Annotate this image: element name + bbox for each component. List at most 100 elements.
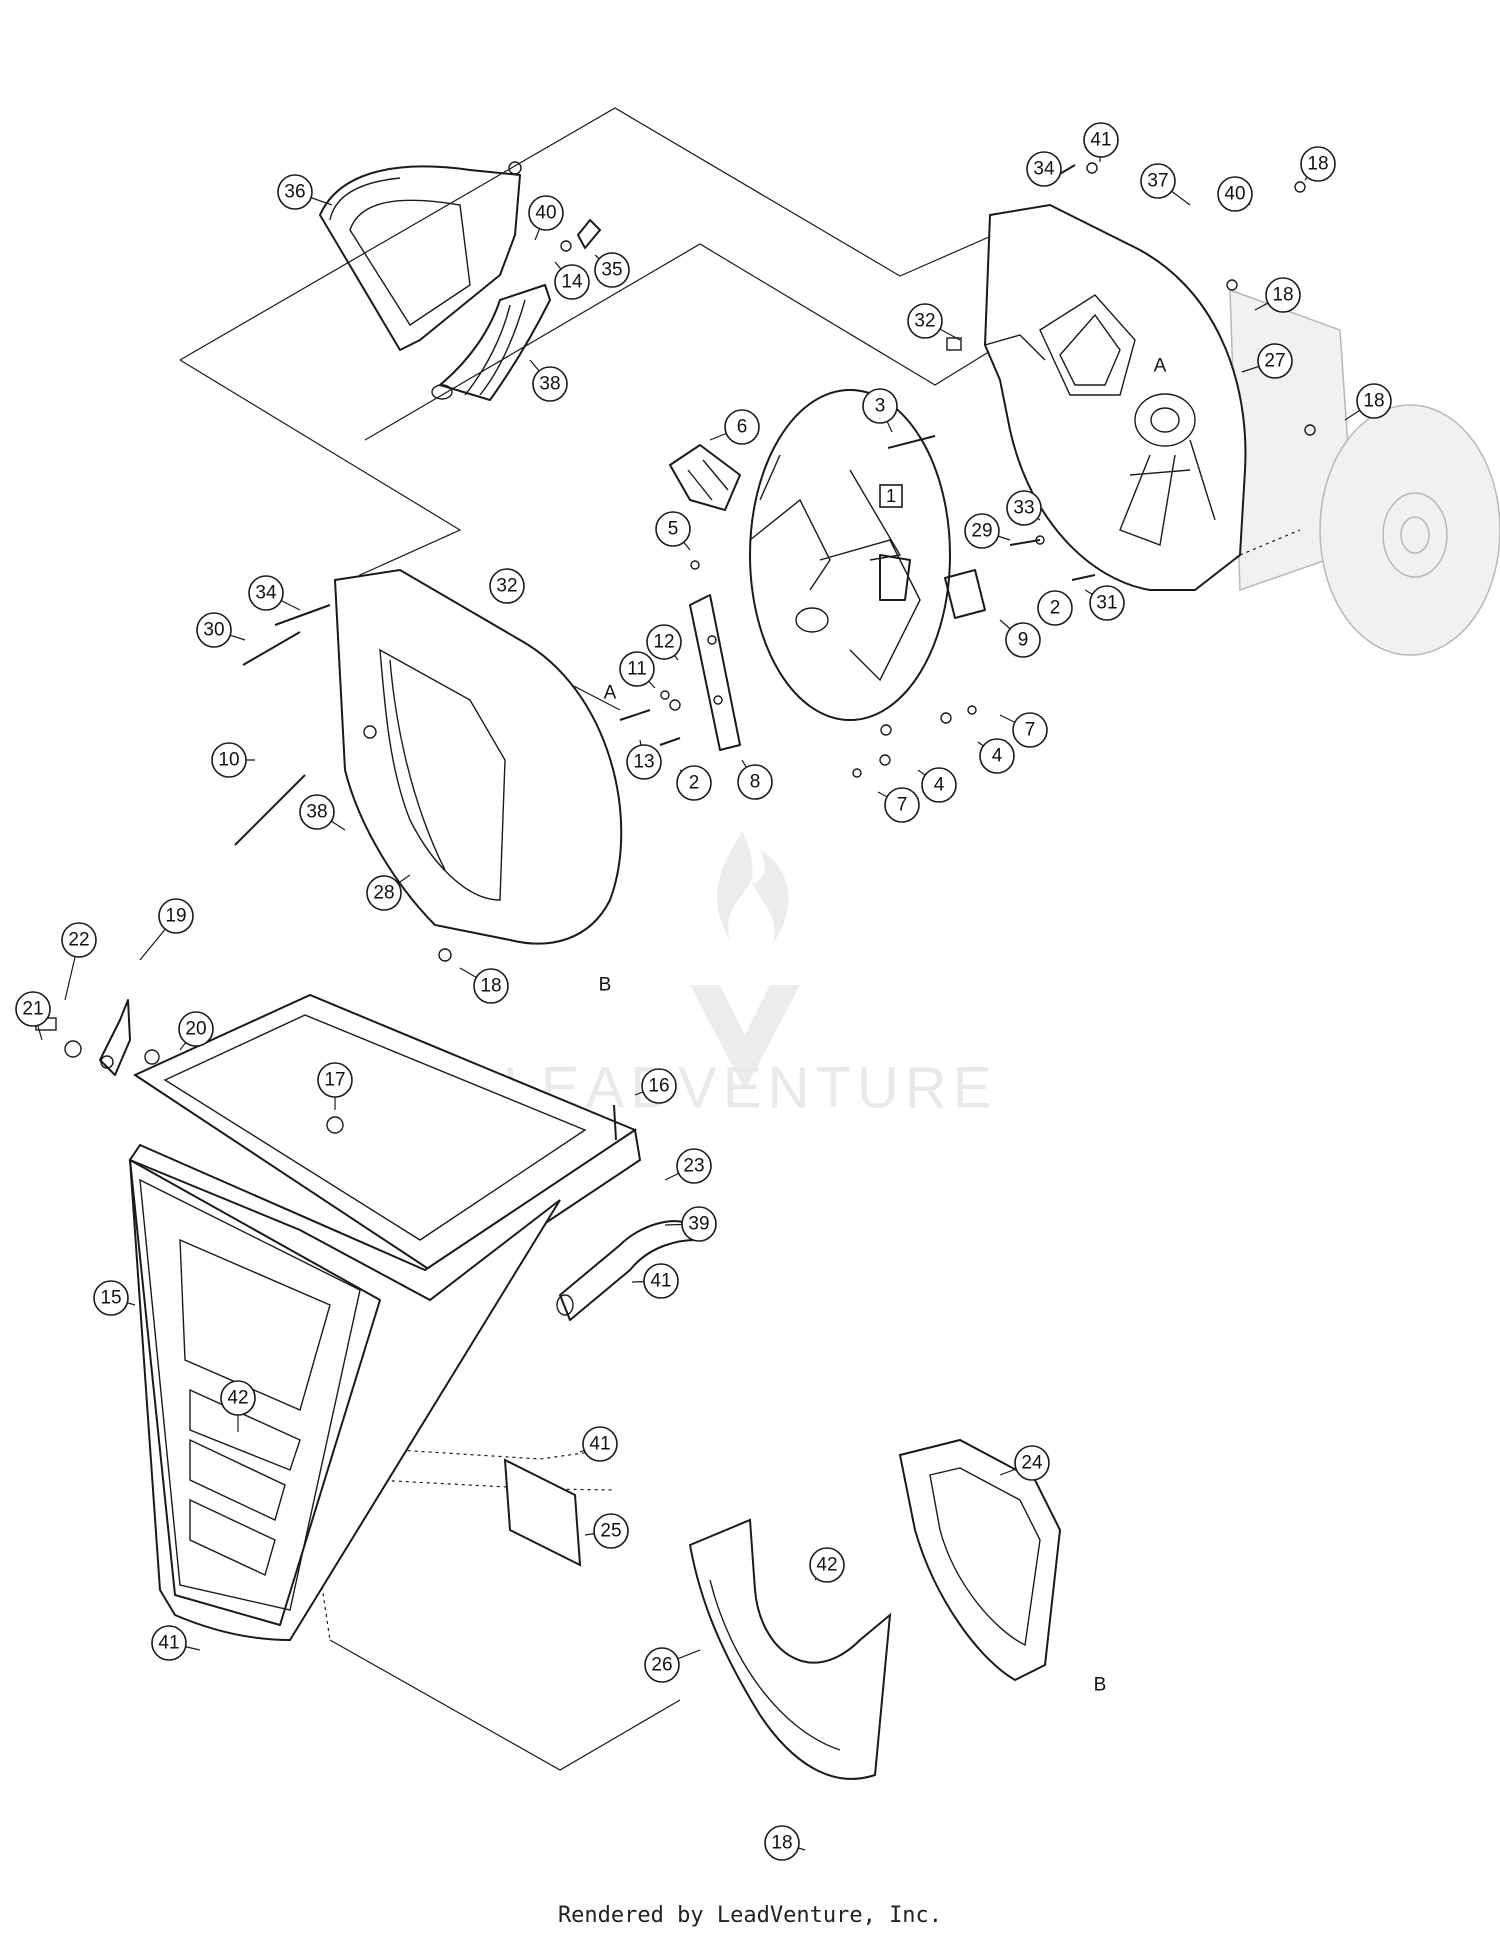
callout-bubble [473,968,509,1004]
callout-bubble [626,744,662,780]
callout-35: 35 [594,252,630,288]
callout-bubble [211,742,247,778]
gasket [898,1438,1062,1682]
callout-32: 32 [489,568,525,604]
callout-10: 10 [211,742,255,778]
callout-label: 32 [496,576,517,597]
callout-bubble [676,765,712,801]
callout-label: 15 [100,1288,121,1309]
callout-label: 34 [1033,159,1055,180]
callout-label: 5 [668,519,679,540]
callout-18: 18 [764,1825,806,1861]
callout-bubble [1083,122,1119,158]
discharge-chute [688,1518,892,1780]
callout-29: 29 [964,513,1011,549]
callout-label: 11 [627,659,647,680]
callout-bubble [196,612,232,648]
callout-bubble [655,511,691,547]
callout-20: 20 [178,1011,214,1051]
callout-bubble [277,174,313,210]
callout-label: 41 [650,1271,671,1292]
callout-4: 4 [917,767,957,803]
callout-32: 32 [907,303,961,341]
callout-label: 10 [218,750,239,771]
callout-label: 26 [651,1655,672,1676]
callout-bubble [178,1011,214,1047]
callout-24: 24 [999,1445,1050,1481]
callout-bubble [93,1280,129,1316]
callout-label: 2 [689,773,700,794]
callout-15: 15 [93,1280,136,1316]
callout-bubble [964,513,1000,549]
callout-label: 13 [633,752,654,773]
callout-6: 6 [709,409,760,445]
callout-bubble [641,1068,677,1104]
callout-label: 19 [165,906,186,927]
cover-plate [503,1458,582,1567]
callout-42: 42 [220,1380,256,1432]
callout-label: 41 [1090,130,1111,151]
callout-7: 7 [999,712,1048,748]
callout-19: 19 [139,898,194,961]
chute-deflector [319,161,522,351]
ref-mark-a-front: A [604,683,617,704]
callout-30: 30 [196,612,246,648]
callout-bubble [619,651,655,687]
callout-4: 4 [977,738,1015,774]
callout-8: 8 [737,759,773,800]
callout-bubble [15,991,51,1027]
hammer-bracket [669,444,741,511]
callout-bubble [554,264,590,300]
callout-bubble [248,575,284,611]
chute-bracket [431,284,551,401]
callout-27: 27 [1241,343,1293,379]
callout-label: 14 [561,272,583,293]
callout-label: 18 [1307,154,1328,175]
callout-label: 18 [1272,285,1293,306]
callout-label: 36 [284,182,305,203]
callout-label: 42 [227,1388,248,1409]
callout-14: 14 [554,261,590,300]
callout-label: 9 [1018,630,1029,651]
impeller-assembly [749,389,951,721]
callout-bubble [644,1647,680,1683]
knob [560,219,601,252]
callout-bubble [1356,383,1392,419]
plate [944,569,986,619]
callout-label: 30 [203,620,224,641]
callout-bubble [1014,1445,1050,1481]
lower-chute [128,1158,561,1642]
callout-label: 27 [1264,351,1285,372]
callout-label: 22 [68,930,89,951]
callout-36: 36 [277,174,333,210]
callout-bubble [151,1625,187,1661]
callout-label: 25 [600,1521,621,1542]
callout-bubble [528,195,564,231]
callout-bubble [884,787,920,823]
callout-label: 38 [306,802,327,823]
callout-18: 18 [1300,146,1336,182]
callout-bubble [809,1547,845,1583]
callout-bubble [1265,277,1301,313]
callout-22: 22 [61,922,97,1001]
callout-28: 28 [366,874,411,911]
front-fan-housing [333,568,623,945]
assembly-number-box: 1 [879,484,903,508]
callout-label: 18 [480,976,501,997]
callout-label: 18 [771,1833,792,1854]
callout-label: 41 [589,1434,610,1455]
ref-mark-b-front: B [599,975,612,996]
callout-bubble [489,568,525,604]
callout-label: 37 [1147,171,1168,192]
callout-bubble [1026,151,1062,187]
callout-40: 40 [1217,176,1253,212]
callout-26: 26 [644,1647,701,1683]
callout-label: 34 [255,583,277,604]
callout-bubble [737,764,773,800]
callout-bubble [366,875,402,911]
callout-bubble [1257,343,1293,379]
callout-39: 39 [664,1206,717,1242]
callout-9: 9 [999,619,1041,658]
